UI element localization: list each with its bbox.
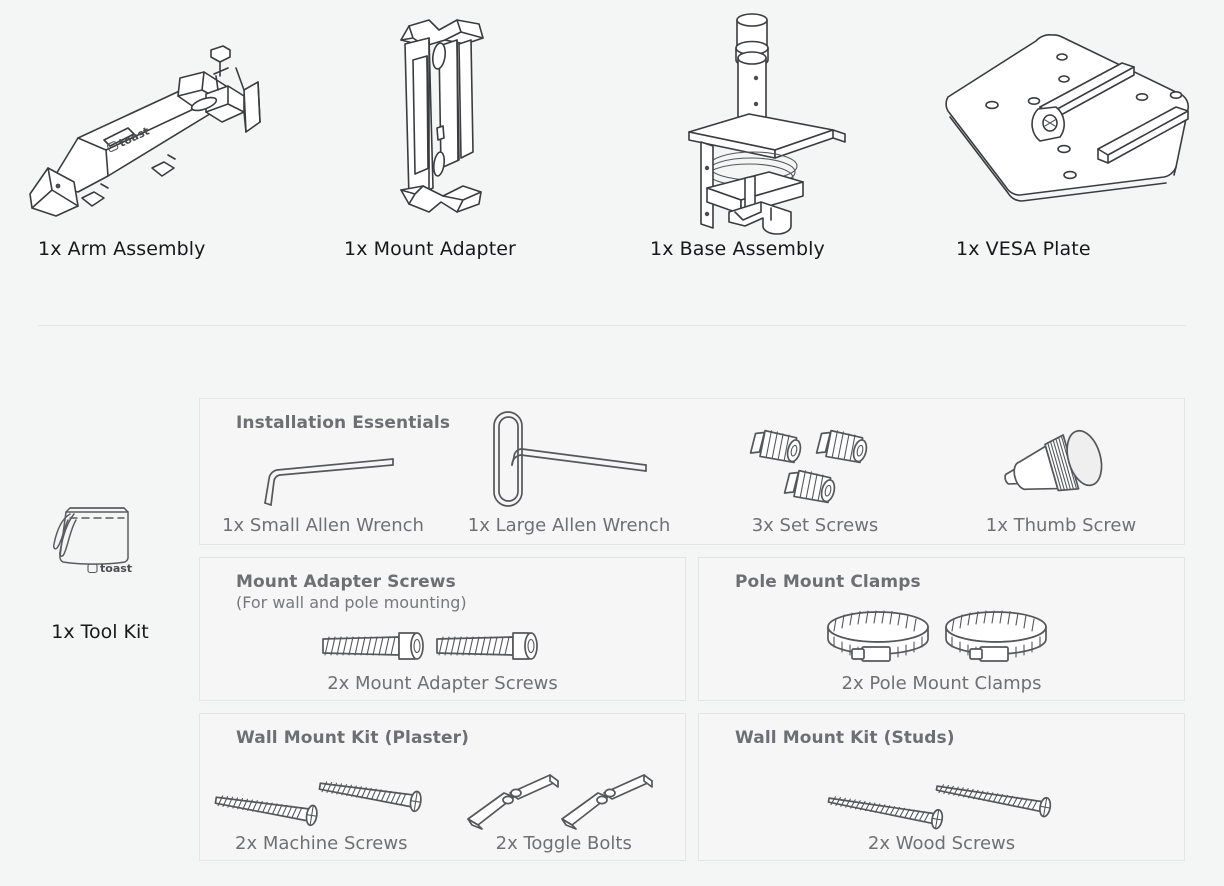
- panel-wall-mount-kit-plaster: Wall Mount Kit (Plaster): [199, 713, 686, 861]
- component-label: 1x Tool Kit: [51, 621, 149, 643]
- accessory-caption: 2x Machine Screws: [235, 833, 408, 854]
- pole-mount-clamps-illustration: [699, 607, 1184, 669]
- vesa-plate-illustration: [918, 0, 1224, 232]
- panel-title: Mount Adapter Screws: [236, 572, 456, 592]
- accessory-wood-screws: 2x Wood Screws: [699, 775, 1184, 854]
- component-mount-adapter: 1x Mount Adapter: [306, 0, 612, 300]
- accessory-toggle-bolts: 2x Toggle Bolts: [443, 771, 686, 854]
- base-assembly-illustration: [612, 0, 918, 235]
- panel-title: Wall Mount Kit (Plaster): [236, 728, 469, 748]
- panel-heading: Wall Mount Kit (Plaster): [236, 728, 469, 748]
- accessory-mount-adapter-screws: 2x Mount Adapter Screws: [200, 623, 685, 694]
- main-components-row: toast 1x Arm Assembly: [0, 0, 1224, 300]
- component-arm-assembly: toast 1x Arm Assembly: [0, 0, 306, 300]
- accessory-small-allen-wrench: 1x Small Allen Wrench: [200, 437, 446, 544]
- small-allen-wrench-illustration: [200, 437, 446, 511]
- component-label: 1x VESA Plate: [956, 238, 1091, 260]
- svg-text:toast: toast: [100, 562, 132, 575]
- panel-wall-mount-kit-studs: Wall Mount Kit (Studs): [698, 713, 1185, 861]
- panel-subtitle: (For wall and pole mounting): [236, 593, 467, 612]
- toggle-bolts-illustration: [443, 771, 686, 830]
- panel-mount-adapter-screws: Mount Adapter Screws (For wall and pole …: [199, 557, 686, 701]
- panel-installation-essentials: Installation Essentials: [199, 398, 1185, 545]
- mount-adapter-illustration: [306, 0, 612, 232]
- panel-heading: Pole Mount Clamps: [735, 572, 921, 592]
- accessory-caption: 2x Wood Screws: [867, 833, 1016, 854]
- machine-screws-illustration: [200, 771, 443, 829]
- panel-heading: Wall Mount Kit (Studs): [735, 728, 955, 748]
- tool-kit-bag-illustration: toast: [10, 485, 190, 605]
- accessory-caption: 3x Set Screws: [751, 515, 879, 536]
- thumb-screw-illustration: [938, 429, 1184, 511]
- accessory-caption: 2x Mount Adapter Screws: [327, 673, 558, 694]
- component-label: 1x Arm Assembly: [38, 238, 206, 260]
- arm-assembly-illustration: toast: [0, 0, 306, 232]
- accessory-caption: 1x Thumb Screw: [985, 515, 1137, 536]
- panel-heading: Mount Adapter Screws (For wall and pole …: [236, 572, 467, 612]
- panel-title: Pole Mount Clamps: [735, 572, 921, 592]
- accessory-panels: Installation Essentials: [199, 398, 1185, 861]
- set-screws-illustration: [692, 429, 938, 511]
- section-divider: [38, 325, 1186, 326]
- accessory-caption: 2x Pole Mount Clamps: [841, 673, 1042, 694]
- mount-adapter-screws-illustration: [200, 623, 685, 669]
- panel-pole-mount-clamps: Pole Mount Clamps: [698, 557, 1185, 701]
- large-allen-wrench-illustration: [446, 411, 692, 511]
- panel-title: Wall Mount Kit (Studs): [735, 728, 955, 748]
- accessory-set-screws: 3x Set Screws: [692, 429, 938, 544]
- accessory-pole-mount-clamps: 2x Pole Mount Clamps: [699, 607, 1184, 694]
- component-base-assembly: 1x Base Assembly: [612, 0, 918, 300]
- accessory-large-allen-wrench: 1x Large Allen Wrench: [446, 411, 692, 544]
- accessory-thumb-screw: 1x Thumb Screw: [938, 429, 1184, 544]
- wood-screws-illustration: [699, 775, 1184, 830]
- accessory-caption: 1x Small Allen Wrench: [222, 515, 424, 536]
- accessory-machine-screws: 2x Machine Screws: [200, 771, 443, 854]
- component-label: 1x Base Assembly: [650, 238, 825, 260]
- component-label: 1x Mount Adapter: [344, 238, 516, 260]
- accessory-caption: 1x Large Allen Wrench: [467, 515, 671, 536]
- component-tool-kit: toast 1x Tool Kit: [10, 485, 190, 655]
- accessory-caption: 2x Toggle Bolts: [495, 833, 632, 854]
- component-vesa-plate: 1x VESA Plate: [918, 0, 1224, 300]
